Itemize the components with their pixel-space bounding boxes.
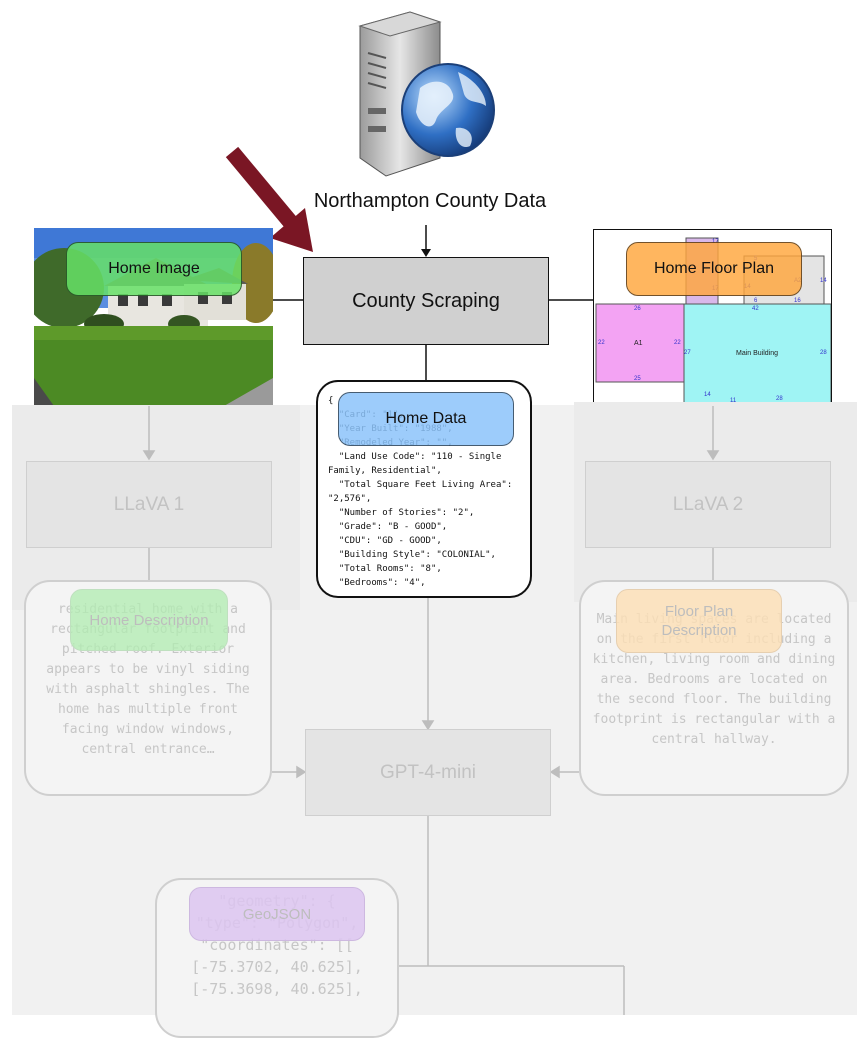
svg-text:22: 22: [598, 340, 605, 346]
floorplan-a1: A1: [634, 340, 643, 347]
faded-connector-lines: [142, 406, 720, 1015]
source-title: Northampton County Data: [313, 190, 547, 212]
geojson-label: GeoJSON: [189, 887, 365, 941]
svg-text:22: 22: [674, 340, 681, 346]
svg-text:28: 28: [776, 396, 783, 402]
floorplan-main-building: Main Building: [736, 350, 778, 357]
connector-lines: [225, 146, 593, 380]
home-description-label: Home Description: [70, 589, 228, 651]
floor-plan-description-label: Floor Plan Description: [616, 589, 782, 653]
home-floor-plan-label: Home Floor Plan: [626, 242, 802, 296]
home-data-label: Home Data: [338, 392, 514, 446]
llava1-box: LLaVA 1: [26, 461, 272, 548]
svg-text:16: 16: [794, 298, 801, 304]
svg-text:14: 14: [704, 392, 711, 398]
server-globe-icon: [340, 8, 500, 178]
svg-text:11: 11: [730, 398, 737, 404]
svg-text:25: 25: [634, 376, 641, 382]
svg-text:6: 6: [754, 298, 758, 304]
highlight-arrow: [225, 146, 313, 252]
svg-text:42: 42: [752, 306, 759, 312]
svg-text:14: 14: [820, 278, 827, 284]
svg-text:27: 27: [684, 350, 691, 356]
gpt-box: GPT-4-mini: [305, 729, 551, 816]
svg-text:28: 28: [820, 350, 827, 356]
county-scraping-box: County Scraping: [303, 257, 549, 345]
home-image-label: Home Image: [66, 242, 242, 296]
llava2-box: LLaVA 2: [585, 461, 831, 548]
svg-text:26: 26: [634, 306, 641, 312]
